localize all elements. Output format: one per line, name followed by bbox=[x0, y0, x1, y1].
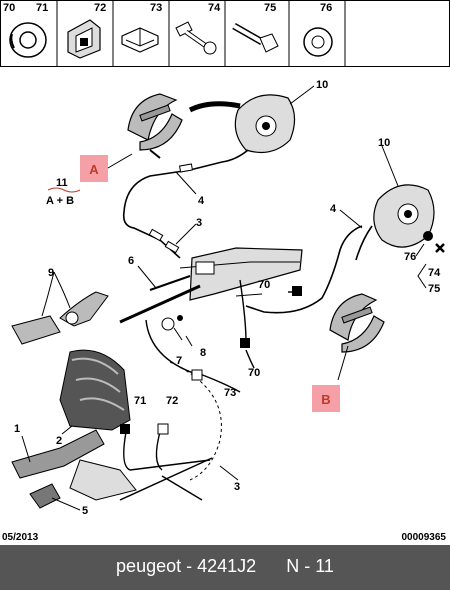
diagram-ref: N - 11 bbox=[286, 556, 334, 576]
callout-74: 74 bbox=[428, 267, 441, 279]
callout-73: 73 bbox=[224, 387, 236, 399]
callout-2: 2 bbox=[56, 435, 62, 447]
callout-3a: 3 bbox=[196, 217, 202, 229]
callout-10a: 10 bbox=[316, 79, 328, 91]
callout-70b: 70 bbox=[248, 367, 260, 379]
washer-icon bbox=[9, 22, 47, 58]
markers bbox=[120, 286, 302, 435]
lever-bracket bbox=[119, 247, 303, 331]
callout-10b: 10 bbox=[378, 137, 390, 149]
header-ref-73: 73 bbox=[150, 2, 162, 14]
highlight-a: A bbox=[80, 153, 133, 182]
header-ref-76: 76 bbox=[320, 2, 332, 14]
header-ref-72: 72 bbox=[94, 2, 106, 14]
callout-6: 6 bbox=[128, 255, 134, 267]
callout-5: 5 bbox=[82, 505, 88, 517]
highlight-a-label: A bbox=[89, 162, 99, 177]
handle-parts bbox=[11, 291, 109, 345]
callout-9: 9 bbox=[48, 267, 54, 279]
handbrake-lever bbox=[11, 349, 137, 509]
highlight-b: B bbox=[312, 385, 340, 412]
header-ref-75: 75 bbox=[264, 2, 276, 14]
callout-11-sub: A + B bbox=[46, 195, 74, 207]
bottom-info-bar bbox=[0, 545, 450, 590]
brake-cables bbox=[122, 149, 373, 314]
callout-4b: 4 bbox=[330, 203, 337, 215]
highlight-b-label: B bbox=[321, 392, 330, 407]
callout-1: 1 bbox=[14, 423, 20, 435]
bracket-icon bbox=[121, 27, 159, 53]
bolt-symbols bbox=[423, 231, 445, 253]
callout-3b: 3 bbox=[234, 481, 240, 493]
squiggle-underline bbox=[47, 187, 81, 193]
backing-plate-upper bbox=[234, 94, 296, 153]
callout-70a: 70 bbox=[258, 279, 270, 291]
header-ref-70: 70 bbox=[3, 2, 15, 14]
leader-lines bbox=[21, 85, 427, 511]
callouts: 10 10 4 4 3 3 6 9 7 8 70 70 73 71 72 1 2… bbox=[14, 79, 441, 517]
callout-4a: 4 bbox=[198, 195, 205, 207]
callout-11: 11 bbox=[56, 177, 68, 189]
callout-76: 76 bbox=[404, 251, 416, 263]
flat-washer-icon bbox=[303, 27, 333, 57]
rear-cable bbox=[119, 457, 213, 501]
callout-8: 8 bbox=[200, 347, 206, 359]
brand-name: peugeot bbox=[116, 556, 182, 576]
clip-icon bbox=[67, 19, 101, 59]
spacer bbox=[261, 556, 281, 576]
header-ref-74: 74 bbox=[208, 2, 221, 14]
screw-icon bbox=[232, 22, 279, 53]
part-number: 4241J2 bbox=[197, 556, 257, 576]
callout-72: 72 bbox=[166, 395, 178, 407]
callout-75: 75 bbox=[428, 283, 440, 295]
routing-lines bbox=[123, 279, 296, 501]
brake-shoe-b bbox=[329, 293, 385, 353]
brake-shoe-a bbox=[127, 93, 183, 159]
callout-71: 71 bbox=[134, 395, 146, 407]
footer-date: 05/2013 bbox=[2, 532, 39, 543]
header-ref-71: 71 bbox=[36, 2, 48, 14]
callout-7: 7 bbox=[176, 355, 182, 367]
bolt-icon bbox=[175, 21, 217, 55]
bottom-info-text: peugeot - 4241J2 N - 11 bbox=[0, 556, 450, 577]
footer-code: 00009365 bbox=[401, 532, 447, 543]
dash-sep-1: - bbox=[186, 556, 198, 576]
header-strip: 70 71 72 73 74 75 76 bbox=[0, 0, 450, 67]
cable-fittings bbox=[148, 163, 194, 254]
